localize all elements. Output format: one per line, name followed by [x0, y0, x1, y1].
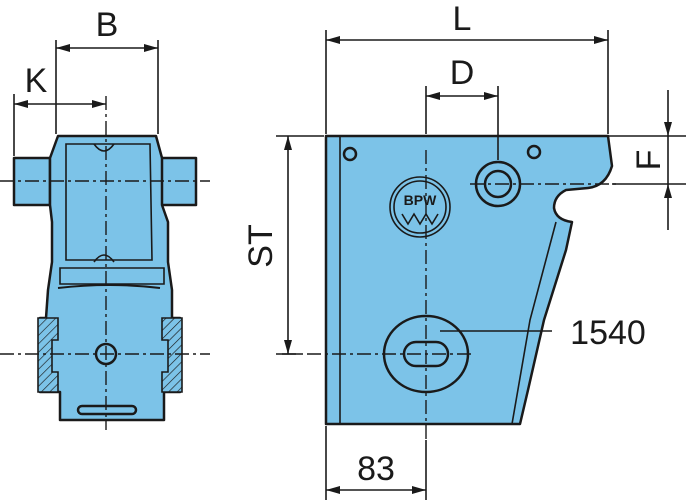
label-83: 83 [357, 450, 395, 488]
dimension-st: ST [242, 135, 324, 355]
inner-lower [59, 267, 165, 285]
label-1540: 1540 [570, 314, 646, 352]
front-view [0, 96, 210, 430]
small-hole-left [342, 146, 358, 162]
left-plate-hatch [37, 317, 59, 393]
label-b: B [96, 6, 119, 44]
label-l: L [453, 0, 472, 38]
mid-arch [93, 254, 115, 263]
inner-outline [65, 143, 153, 261]
side-view: BPW [282, 134, 620, 440]
side-rear-edge [511, 221, 557, 425]
logo-text: BPW [404, 192, 437, 208]
dimension-d: D [425, 54, 499, 160]
top-arch [93, 143, 115, 152]
callout-1540: 1540 [440, 314, 646, 352]
right-plate-hatch [161, 317, 183, 393]
dimension-l: L [325, 0, 609, 134]
small-hole-right [526, 144, 542, 160]
label-f: F [630, 150, 668, 171]
bpw-logo: BPW [389, 176, 451, 238]
front-body [38, 134, 182, 422]
side-body [324, 134, 614, 426]
inner-waist [57, 284, 161, 289]
dimension-83: 83 [325, 426, 427, 500]
dimension-f: F [608, 90, 686, 230]
label-k: K [25, 62, 48, 100]
label-d: D [450, 54, 475, 92]
dimension-b: B [55, 6, 159, 134]
front-slot [76, 404, 138, 416]
dimension-k: K [13, 62, 106, 156]
label-st: ST [242, 224, 280, 267]
